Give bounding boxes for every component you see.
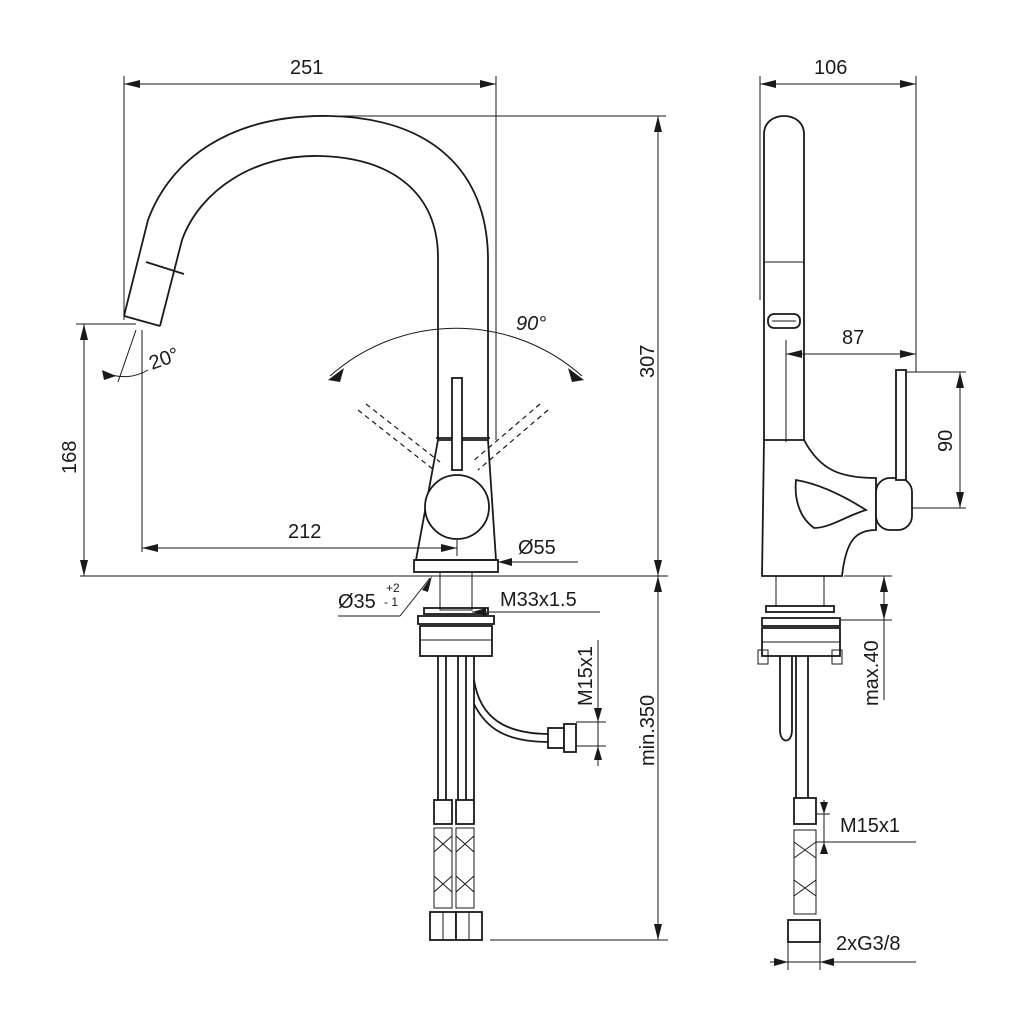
lever-ghost-left — [357, 403, 441, 471]
nut — [419, 625, 493, 657]
lever-ghost-right — [471, 403, 549, 471]
spout-outer — [123, 115, 489, 440]
thread-shank-label: M33x1.5 — [500, 589, 577, 611]
spout-inner — [159, 155, 439, 440]
hose-left — [437, 656, 447, 800]
diverter-hose — [473, 679, 551, 743]
outlet-height-label: 168 — [59, 441, 81, 474]
outlet-angle-label: 20° — [146, 344, 182, 375]
side-body — [761, 439, 877, 577]
side-pin-left — [757, 649, 769, 665]
side-pin-right — [831, 649, 843, 665]
side-fittings — [787, 797, 821, 943]
hose-length-label: min.350 — [637, 695, 659, 766]
washer-1 — [423, 607, 489, 615]
side-spout — [763, 115, 805, 440]
lever — [451, 377, 463, 471]
hole-tol-minus-label: - 1 — [384, 595, 398, 609]
hose-mid — [457, 656, 467, 800]
front-view: 90° 251 — [59, 57, 668, 941]
connection-label: 2xG3/8 — [836, 933, 900, 955]
side-washer-1 — [765, 605, 835, 613]
hole-diameter-label: Ø35 — [338, 591, 376, 613]
diverter-nut — [563, 723, 577, 753]
lever-height-label: 90 — [935, 430, 957, 452]
thread-diverter-label: M15x1 — [575, 646, 597, 706]
dim-35-leader-diag — [399, 577, 431, 617]
base-diameter-label: Ø55 — [518, 537, 556, 559]
side-washer-2 — [761, 617, 841, 627]
overall-depth-label: 106 — [814, 57, 847, 79]
spout-head-line — [145, 261, 185, 275]
hose-fittings-front — [429, 799, 483, 941]
side-shank — [775, 575, 825, 607]
thread-hose-label: M15x1 — [840, 815, 900, 837]
overall-width-label: 251 — [290, 57, 323, 79]
lever-swing-label: 90° — [516, 313, 546, 335]
diverter-fitting — [547, 727, 565, 749]
hole-tol-plus-label: +2 — [386, 581, 400, 595]
spout-reach-label: 212 — [288, 521, 321, 543]
swing-arrow-right — [568, 368, 584, 382]
side-diverter — [779, 656, 793, 742]
swing-arrow-left — [328, 368, 344, 382]
lever-hub — [424, 474, 490, 540]
side-lever — [895, 369, 907, 481]
angle-ref-slanted — [117, 329, 137, 383]
side-view: 106 87 90 max.40 M15x1 2xG3/8 — [757, 57, 966, 970]
swing-arc — [329, 327, 583, 377]
max-counter-label: max.40 — [861, 640, 883, 706]
side-hose — [795, 656, 809, 800]
overall-height-label: 307 — [637, 345, 659, 378]
shank — [439, 571, 473, 611]
spout-outlet-cap — [123, 315, 161, 327]
side-body-curve — [794, 478, 869, 529]
tap-base-plate — [413, 559, 499, 573]
washer-2 — [417, 615, 495, 625]
side-lever-hub — [875, 477, 913, 531]
lever-offset-label: 87 — [842, 327, 864, 349]
